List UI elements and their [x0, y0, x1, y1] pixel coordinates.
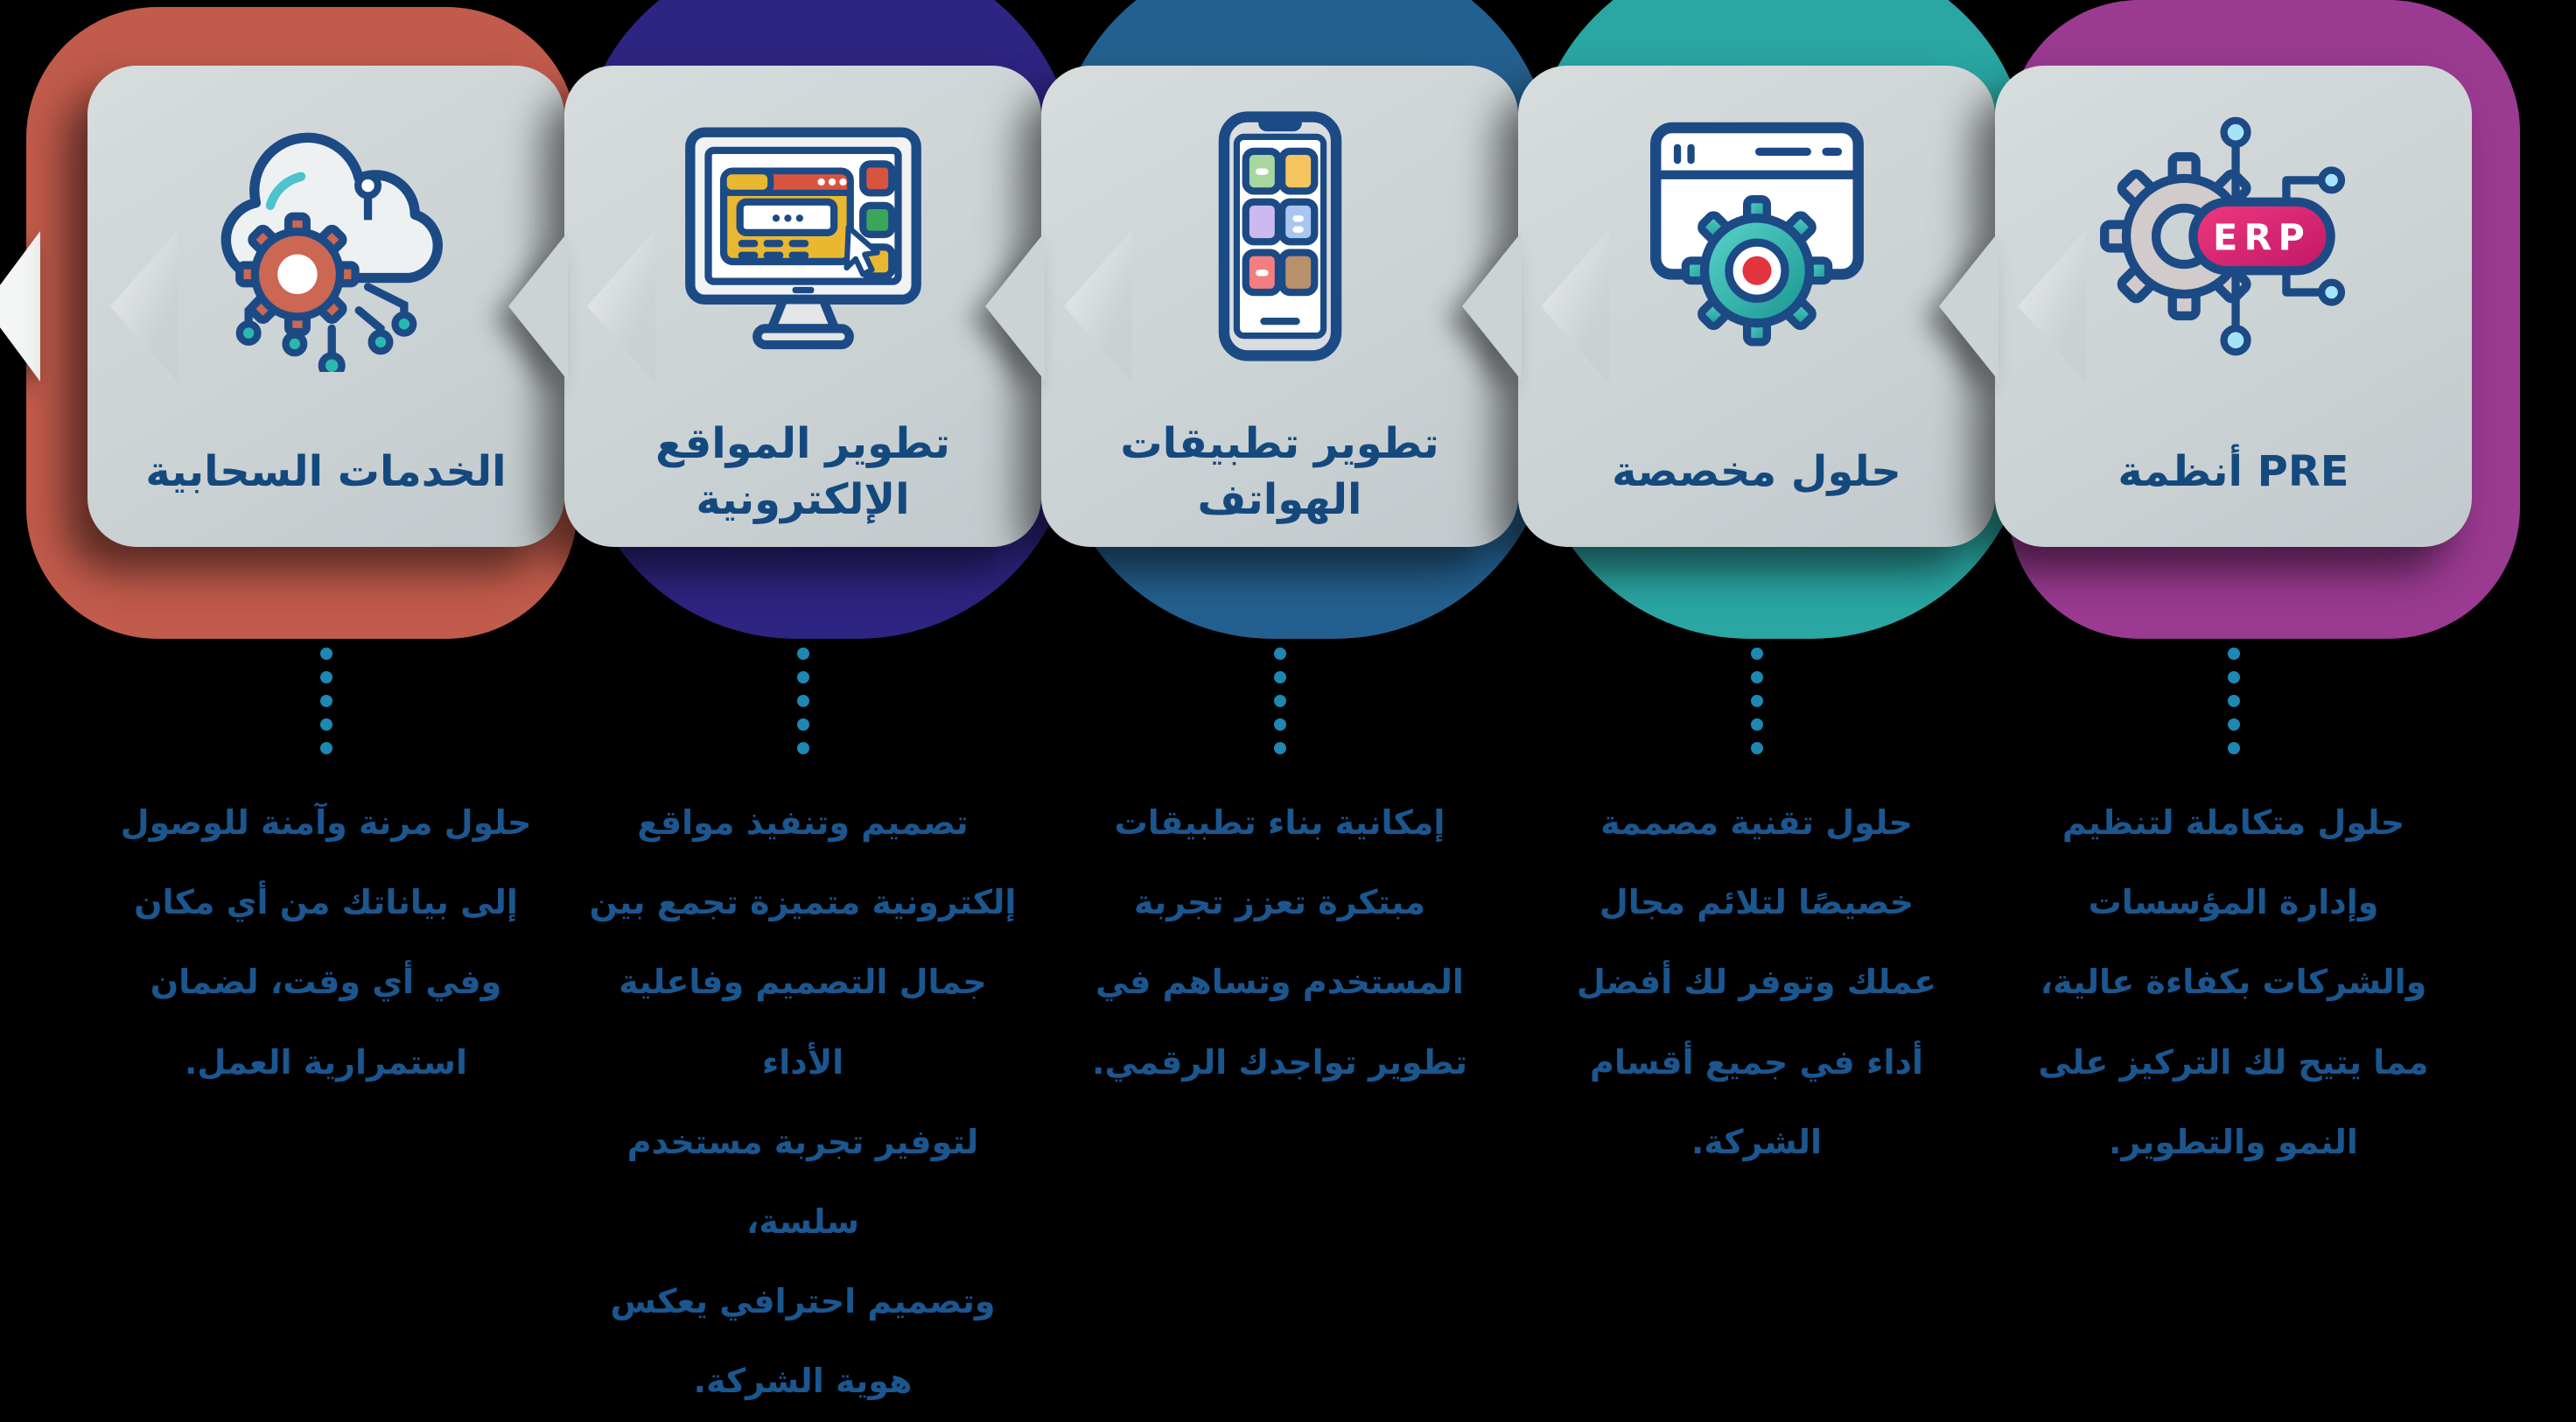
card-left-chevron-icon — [1939, 232, 1998, 381]
connector-dot — [319, 718, 332, 731]
card-title: الخدمات السحابية — [145, 446, 507, 496]
connector-dot — [796, 718, 809, 731]
connector-dot — [1273, 695, 1286, 707]
card-surface: ERP PRE أنظمة — [1939, 66, 2472, 547]
browser-gear-icon — [1649, 122, 1864, 347]
connector-dot — [1750, 742, 1763, 754]
service-column-custom-solutions: حلول مخصصة حلول تقنية مصممة خصيصًا لتلائ… — [1462, 0, 2030, 1397]
connector-dot — [1750, 695, 1763, 707]
connector-dot — [2227, 742, 2240, 754]
website-design-monitor-icon — [564, 85, 1041, 387]
connector-dot — [1750, 671, 1763, 683]
card-description: حلول مرنة وآمنة للوصول إلى بياناتك من أي… — [120, 803, 532, 1082]
dotted-connector — [796, 648, 809, 754]
service-column-mobile-apps: تطوير تطبيقات الهواتف إمكانية بناء تطبيق… — [985, 0, 1553, 1397]
connector-dot — [1273, 648, 1286, 660]
card-title: تطوير تطبيقات الهواتف — [1120, 419, 1439, 524]
card-left-chevron-icon — [508, 232, 568, 381]
connector-dot — [1273, 742, 1286, 754]
connector-dot — [796, 695, 809, 707]
service-column-erp-systems: ERP PRE أنظمة حلول متكاملة لتنظيم وإدارة… — [1939, 0, 2520, 1397]
card-description: إمكانية بناء تطبيقات مبتكرة تعزز تجربة ا… — [1092, 803, 1467, 1082]
card-description: حلول تقنية مصممة خصيصًا لتلائم مجال عملك… — [1576, 803, 1937, 1161]
website-design-monitor-icon — [684, 126, 921, 349]
connector-dot — [1750, 648, 1763, 660]
service-column-website-development: تطوير المواقع الإلكترونية تصميم وتنفيذ م… — [508, 0, 1076, 1400]
dotted-connector — [1750, 648, 1763, 754]
cloud-gear-network-icon — [88, 85, 564, 387]
connector-dot — [319, 648, 332, 660]
smartphone-apps-icon — [1218, 110, 1341, 361]
card-title: حلول مخصصة — [1612, 446, 1901, 496]
connector-dot — [1273, 671, 1286, 683]
dotted-connector — [1273, 648, 1286, 754]
cloud-gear-network-icon — [220, 132, 443, 372]
connector-dot — [796, 648, 809, 660]
connector-dot — [2227, 718, 2240, 731]
erp-gear-icon: ERP — [2099, 116, 2345, 355]
connector-dot — [1750, 718, 1763, 731]
card-left-chevron-icon — [1462, 232, 1522, 381]
smartphone-apps-icon — [1041, 85, 1518, 387]
dotted-connector — [319, 648, 332, 754]
connector-dot — [2227, 695, 2240, 707]
connector-dot — [796, 671, 809, 683]
connector-dot — [319, 695, 332, 707]
browser-gear-icon — [1518, 85, 1995, 387]
dotted-connector — [2227, 648, 2240, 754]
connector-dot — [796, 742, 809, 754]
card-left-chevron-icon — [985, 232, 1045, 381]
card-surface: تطوير تطبيقات الهواتف — [985, 66, 1518, 547]
connector-dot — [319, 671, 332, 683]
card-description: حلول متكاملة لتنظيم وإدارة المؤسسات والش… — [2038, 803, 2429, 1161]
card-surface: حلول مخصصة — [1462, 66, 1995, 547]
connector-dot — [319, 742, 332, 754]
connector-dot — [2227, 671, 2240, 683]
card-title: PRE أنظمة — [2118, 446, 2349, 496]
connector-dot — [1273, 718, 1286, 731]
card-description: تصميم وتنفيذ مواقع إلكترونية متميزة تجمع… — [589, 803, 1017, 1401]
card-surface: الخدمات السحابية — [88, 66, 564, 547]
connector-dot — [2227, 648, 2240, 660]
edge-chevron-icon — [0, 231, 40, 382]
card-title: تطوير المواقع الإلكترونية — [655, 419, 950, 524]
service-column-cloud-services: الخدمات السحابية حلول مرنة وآمنة للوصول … — [0, 0, 578, 1397]
erp-gear-icon: ERP — [1995, 85, 2472, 387]
erp-badge-label: ERP — [2213, 216, 2311, 258]
card-surface: تطوير المواقع الإلكترونية — [508, 66, 1041, 547]
